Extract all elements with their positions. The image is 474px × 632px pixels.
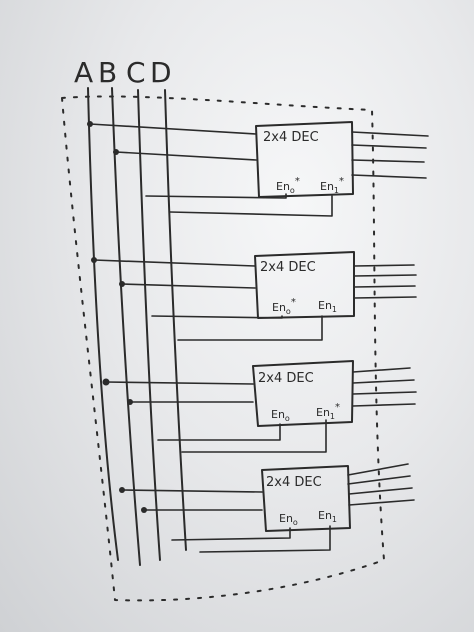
decoder-1-en1-star: * <box>339 176 344 187</box>
decoder-1-en1-label: En <box>320 180 334 193</box>
decoder-3-wires <box>105 381 327 453</box>
svg-text:Eno: Eno <box>279 512 298 527</box>
decoder-2-junction-b <box>119 281 125 287</box>
decoder-3-en0-sub: o <box>285 414 290 423</box>
svg-text:Eno: Eno <box>271 408 290 423</box>
svg-text:Eno*: Eno* <box>276 176 300 195</box>
input-label-c: C <box>126 56 146 89</box>
input-label-d: D <box>150 56 172 89</box>
decoder-1-wires <box>89 123 333 217</box>
decoder-4-junction-a <box>119 487 125 493</box>
decoder-4-wires <box>121 489 331 553</box>
decoder-3-junction-b <box>127 399 133 405</box>
decoder-3-junction-a <box>102 378 110 386</box>
decoder-3-box <box>252 360 354 427</box>
decoder-4-en0-label: En <box>279 512 293 525</box>
decoder-3-title: 2x4 DEC <box>258 371 314 386</box>
decoder-1-outputs <box>351 131 429 179</box>
decoder-1-junction-a <box>87 121 93 127</box>
decoder-2-outputs <box>353 264 417 299</box>
bus-line-d <box>164 89 187 551</box>
decoder-2-wires <box>93 259 323 341</box>
decoder-2-title: 2x4 DEC <box>260 260 316 275</box>
decoder-3-en0-label: En <box>271 408 285 421</box>
decoder-4-en1-label: En <box>318 509 332 522</box>
decoder-3-en1-sub: 1 <box>330 412 335 421</box>
decoder-1-en0-label: En <box>276 180 290 193</box>
svg-text:En1*: En1* <box>320 176 344 195</box>
decoder-2-box <box>254 251 355 319</box>
decoder-1-box <box>255 121 354 198</box>
decoder-2-en0-label: En <box>272 301 286 314</box>
decoder-4-junction-b <box>141 507 147 513</box>
decoder-1-en0-star: * <box>295 176 300 187</box>
input-label-b: B <box>98 56 117 89</box>
decoder-4-box <box>261 465 351 532</box>
bus-line-c <box>137 89 161 561</box>
svg-text:En1*: En1* <box>316 402 340 421</box>
decoder-2-en0-sub: o <box>286 307 291 316</box>
bus-line-b <box>111 87 141 566</box>
decoder-2-junction-a <box>91 257 97 263</box>
decoder-2-en1-sub: 1 <box>332 305 337 314</box>
decoder-1-en1-sub: 1 <box>334 186 339 195</box>
svg-text:En1: En1 <box>318 299 337 314</box>
dashed-enclosure <box>61 95 385 602</box>
decoder-3-outputs <box>352 367 417 407</box>
decoder-3-en1-label: En <box>316 406 330 419</box>
decoder-2-en1-label: En <box>318 299 332 312</box>
svg-text:Eno*: Eno* <box>272 297 296 316</box>
decoder-2: 2x4 DEC Eno* En1 <box>91 251 417 341</box>
decoder-1-title: 2x4 DEC <box>263 130 319 145</box>
input-label-a: A <box>74 56 93 89</box>
bus-line-a <box>87 87 119 561</box>
decoder-1-junction-b <box>113 149 119 155</box>
decoder-4-en1-sub: 1 <box>332 515 337 524</box>
svg-text:En1: En1 <box>318 509 337 524</box>
decoder-4-en0-sub: o <box>293 518 298 527</box>
decoder-3-en1-star: * <box>335 402 340 413</box>
decoder-4-title: 2x4 DEC <box>266 475 322 490</box>
decoder-4-outputs <box>347 463 415 506</box>
decoder-3: 2x4 DEC Eno En1* <box>102 360 417 453</box>
decoder-2-en0-star: * <box>291 297 296 308</box>
decoder-1-en0-sub: o <box>290 186 295 195</box>
decoder-4: 2x4 DEC Eno En1 <box>119 463 415 553</box>
decoder-1: 2x4 DEC Eno* En1* <box>87 121 429 217</box>
